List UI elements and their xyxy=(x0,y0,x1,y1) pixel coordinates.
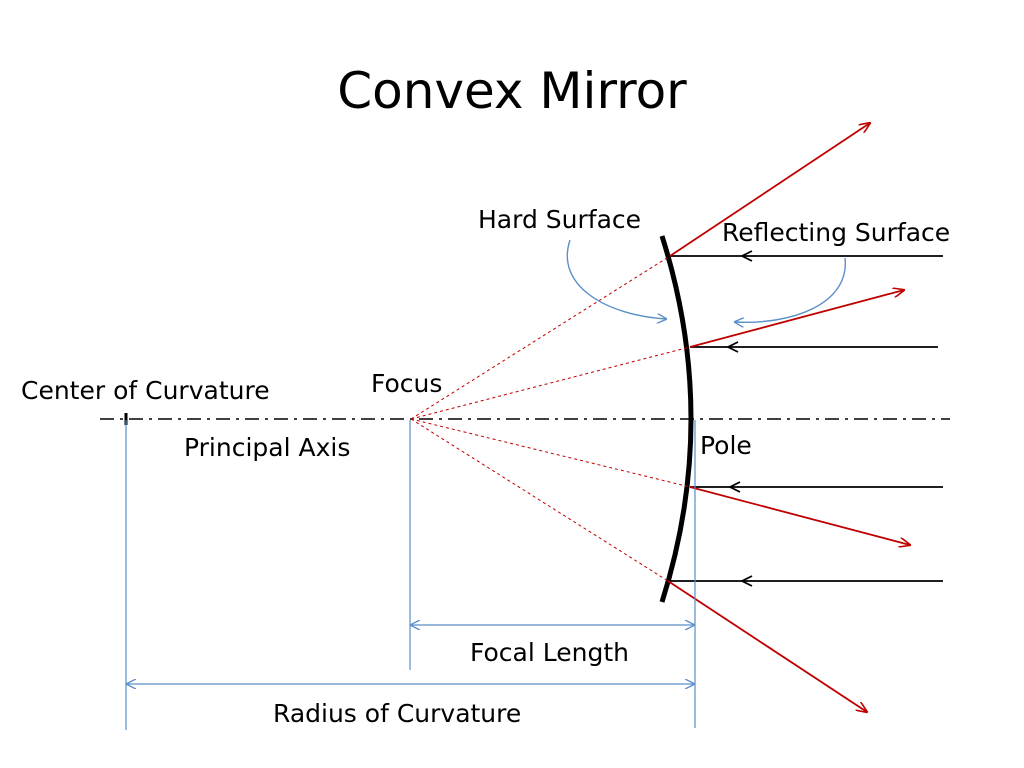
principal-axis-label: Principal Axis xyxy=(184,433,350,462)
focus-label: Focus xyxy=(371,369,442,398)
reflecting-surface-pointer-arrow xyxy=(735,257,846,322)
incident-rays xyxy=(668,250,943,587)
reflected-ray-3 xyxy=(689,486,910,545)
reflected-ray-1 xyxy=(669,123,870,257)
virtual-ray-1 xyxy=(410,255,671,420)
incident-ray-3-arrow xyxy=(727,481,741,493)
virtual-rays xyxy=(410,255,691,582)
pole-label: Pole xyxy=(700,431,752,460)
virtual-ray-4 xyxy=(410,418,669,582)
focal-length-label: Focal Length xyxy=(470,638,629,667)
reflected-ray-4 xyxy=(667,580,867,712)
reflected-rays xyxy=(667,123,910,712)
hard-surface-pointer-arrow xyxy=(566,239,666,319)
incident-ray-2-arrow xyxy=(725,341,739,353)
diagram-title: Convex Mirror xyxy=(337,62,687,120)
hard-surface-label: Hard Surface xyxy=(478,205,641,234)
convex-mirror-surface xyxy=(659,235,694,603)
radius-of-curvature-label: Radius of Curvature xyxy=(273,699,521,728)
incident-ray-4-arrow xyxy=(739,575,753,587)
reflecting-surface-label: Reflecting Surface xyxy=(722,218,950,247)
reflected-ray-2 xyxy=(689,290,904,348)
virtual-ray-3 xyxy=(410,418,691,488)
virtual-ray-2 xyxy=(410,346,691,420)
incident-ray-1-arrow xyxy=(739,250,753,262)
center-of-curvature-label: Center of Curvature xyxy=(21,376,270,405)
